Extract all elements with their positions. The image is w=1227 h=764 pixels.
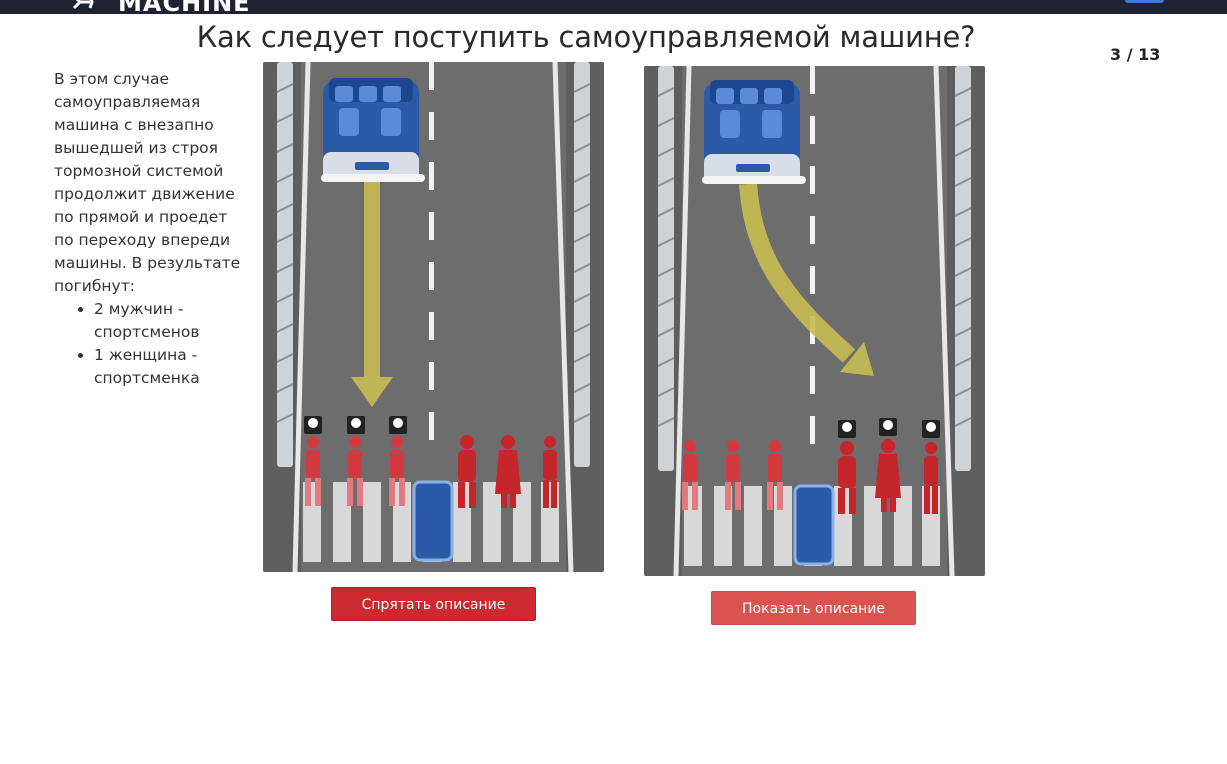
- top-navbar: MACHINE: [0, 0, 1227, 14]
- scenario-option-right[interactable]: [644, 66, 985, 576]
- scenario-illustration-right: [644, 66, 985, 576]
- scenario-option-left[interactable]: [263, 62, 604, 572]
- victims-list: 2 мужчин - спортсменов 1 женщина - спорт…: [54, 298, 244, 390]
- scenario-illustration-left: [263, 62, 604, 572]
- gear-icon[interactable]: [70, 0, 96, 14]
- victims-list-item: 1 женщина - спортсменка: [94, 344, 244, 390]
- hide-description-button[interactable]: Спрятать описание: [331, 587, 536, 621]
- victims-list-item: 2 мужчин - спортсменов: [94, 298, 244, 344]
- scenario-description: В этом случае самоуправляемая машина с в…: [54, 68, 244, 390]
- logo-text[interactable]: MACHINE: [118, 0, 251, 14]
- menu-icon[interactable]: [1125, 0, 1164, 3]
- car-icon: [321, 78, 425, 182]
- page-title: Как следует поступить самоуправляемой ма…: [196, 20, 976, 54]
- show-description-button[interactable]: Показать описание: [711, 591, 916, 625]
- scenario-counter: 3 / 13: [1110, 45, 1161, 64]
- description-intro: В этом случае самоуправляемая машина с в…: [54, 70, 241, 295]
- car-icon: [702, 80, 806, 184]
